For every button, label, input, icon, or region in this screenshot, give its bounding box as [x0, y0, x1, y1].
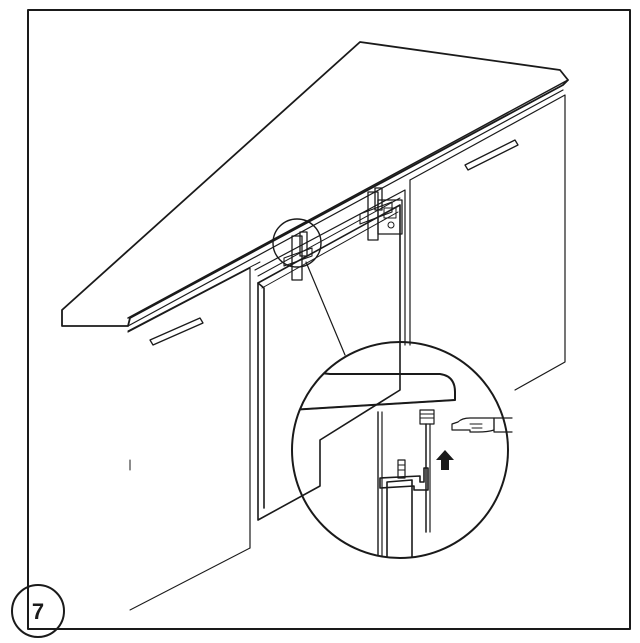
- door-bracket-right: [359, 187, 403, 241]
- step-number: 7: [32, 599, 44, 624]
- detail-door-panel: [386, 479, 413, 558]
- zoom-connector: [305, 261, 346, 356]
- right-cabinet: [409, 94, 566, 391]
- appliance-niche: [254, 189, 406, 346]
- zoom-source-circle: [272, 218, 322, 268]
- frame-border: [27, 9, 631, 630]
- detail-magnifier: [291, 341, 509, 559]
- arrow-up-icon: [436, 450, 454, 470]
- step-badge: 7: [11, 584, 65, 638]
- pointing-hand-icon: [451, 417, 513, 433]
- door-panel: [257, 204, 401, 521]
- left-cabinet-handle: [149, 317, 204, 346]
- right-cabinet-handle: [464, 139, 519, 171]
- detail-countertop: [292, 369, 456, 411]
- left-cabinet: [127, 267, 251, 611]
- detail-bracket: [379, 467, 429, 491]
- countertop: [61, 41, 569, 332]
